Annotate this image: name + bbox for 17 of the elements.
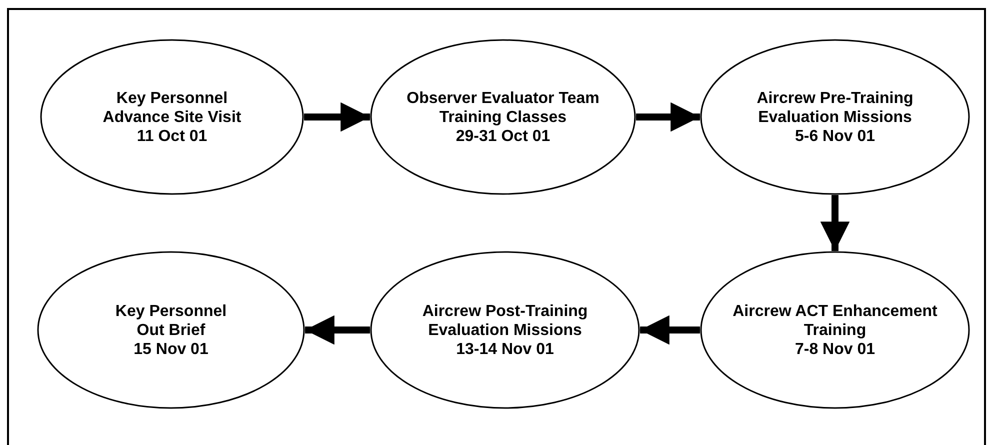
- step-date: 15 Nov 01: [132, 340, 210, 358]
- step-date: 29-31 Oct 01: [454, 126, 552, 146]
- step-name: Key Personnel Advance Site Visit: [102, 88, 242, 126]
- arrow: [640, 315, 700, 345]
- arrow: [304, 102, 370, 132]
- arrow: [820, 195, 850, 251]
- arrow: [636, 102, 700, 132]
- arrow: [305, 315, 370, 345]
- step-date: 13-14 Nov 01: [455, 340, 555, 358]
- step-name: Observer Evaluator Team Training Classes: [406, 88, 600, 126]
- step-date: 5-6 Nov 01: [794, 126, 876, 146]
- step-date: 7-8 Nov 01: [794, 340, 876, 358]
- step-name: Key Personnel Out Brief: [114, 302, 228, 340]
- step-date: 11 Oct 01: [136, 126, 208, 146]
- step-name: Aircrew Post-Training Evaluation Missions: [421, 302, 589, 340]
- step-name: Aircrew ACT Enhancement Training: [732, 302, 938, 340]
- step-name: Aircrew Pre-Training Evaluation Missions: [756, 88, 914, 126]
